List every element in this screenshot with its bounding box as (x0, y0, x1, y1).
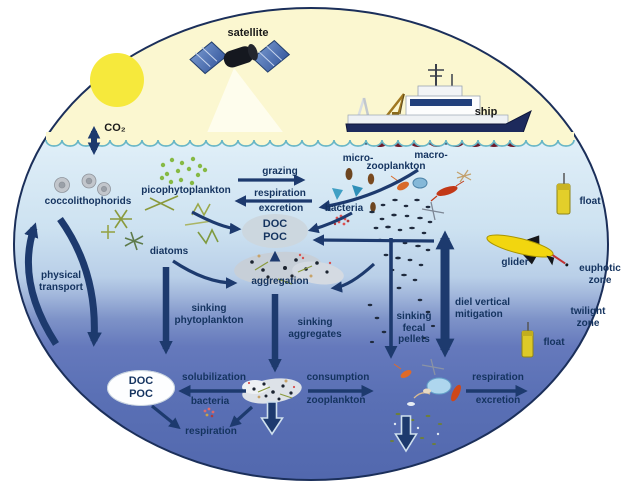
coccolithophorids-icon (54, 173, 111, 196)
zooplankton-export-arrow (394, 415, 418, 453)
twilight-zone-label: twilight zone (570, 306, 606, 329)
physical-transport-down-arrow (57, 216, 102, 347)
sinking-aggregates-label: sinking aggregates (288, 317, 342, 340)
diatoms-label: diatoms (149, 246, 189, 257)
physical-transport-up-arrow (24, 222, 59, 346)
satellite-label: satellite (227, 27, 269, 39)
picophytoplankton-icon (159, 156, 208, 186)
micro-zooplankton-label-prefix: micro- (342, 153, 374, 164)
zooplankton-lower-label: zooplankton (306, 395, 366, 406)
fecal-to-doc-arrow (312, 234, 435, 246)
sea-surface-wave-line (45, 132, 575, 147)
sinking-aggregate-icon (242, 378, 302, 404)
doc-label-lower: DOC (128, 375, 154, 388)
float-lower-label: float (543, 337, 565, 348)
excretion-right-label: excretion (475, 395, 521, 406)
physical-transport-label: physical transport (39, 270, 83, 293)
sun-icon (90, 53, 144, 107)
aggregate-export-arrow (260, 401, 284, 436)
doc-poc-pool-upper: DOC POC (242, 214, 308, 248)
respiration-right-label: respiration (472, 372, 524, 383)
bacteria-to-doc-arrow (307, 211, 353, 234)
float-lower-icon (521, 322, 534, 358)
micro-zooplankton-icon (332, 168, 376, 212)
respiration-lower-label: respiration (185, 426, 237, 437)
grazing-label: grazing (262, 166, 298, 177)
consumption-label: consumption (306, 372, 370, 383)
ship-label: ship (474, 106, 498, 118)
phytoplankton-to-doc-arrow (191, 210, 242, 235)
bacteria-upper-label: bacteria (324, 203, 364, 214)
fecal-to-aggregation-arrow (330, 262, 376, 293)
co2-label: CO₂ (104, 122, 126, 134)
respiration-upper-label: respiration (254, 188, 306, 199)
doc-label-upper: DOC (262, 218, 288, 231)
satellite-beam (204, 68, 289, 140)
glider-icon (486, 234, 569, 267)
aggregate-to-respiration-arrow (229, 405, 254, 428)
float-upper-label: float (579, 196, 601, 207)
doc-to-respiration-arrow (150, 404, 181, 430)
sinking-fecal-pellets-label: sinking fecal pellets (396, 311, 432, 345)
euphotic-zone-label: euphotic zone (579, 263, 621, 286)
macro-zooplankton-icon (390, 169, 472, 221)
aggregation-label: aggregation (251, 276, 309, 287)
satellite-icon (189, 39, 291, 75)
bacteria-lower-icon (203, 407, 215, 418)
picophytoplankton-label: picophytoplankton (141, 185, 231, 196)
diatoms-to-aggregation-arrow (172, 259, 238, 289)
excretion-upper-label: excretion (258, 203, 304, 214)
aggregation-icon (234, 251, 344, 285)
sinking-phytoplankton-label: sinking phytoplankton (174, 303, 244, 326)
diel-vertical-mitigation-label: diel vertical mitigation (455, 297, 511, 320)
glider-label: glider (501, 257, 529, 268)
zooplankton-excretion-curve-arrow (318, 168, 419, 212)
poc-label-lower: POC (129, 388, 153, 400)
coccolithophorids-label: coccolithophorids (44, 196, 132, 207)
bacteria-lower-label: bacteria (190, 396, 230, 407)
doc-poc-pool-lower: DOC POC (107, 370, 175, 406)
poc-label-upper: POC (263, 231, 287, 243)
solubilization-label: solubilization (182, 372, 246, 383)
macro-zooplankton-label-prefix: macro- (414, 150, 448, 161)
diatoms-icon (101, 195, 219, 251)
micro-zooplankton-label: zooplankton (366, 161, 426, 172)
float-upper-icon (556, 173, 571, 215)
